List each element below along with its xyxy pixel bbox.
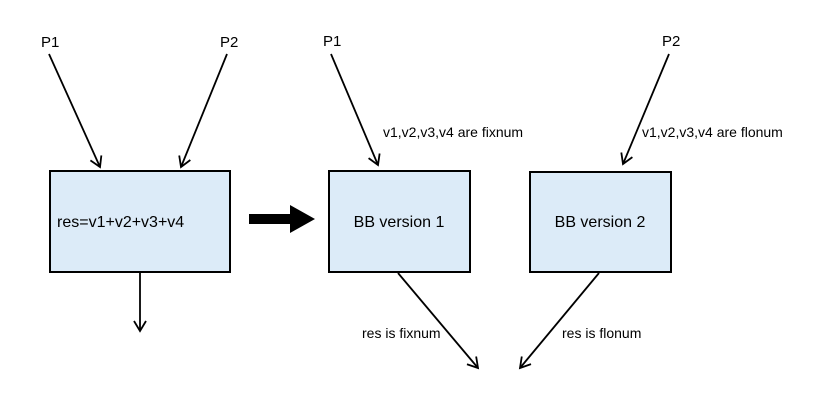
version2-block-box	[529, 171, 672, 273]
edge-p2-to-version2	[620, 53, 670, 166]
version2-condition-note: v1,v2,v3,v4 are flonum	[642, 124, 783, 140]
version1-condition-note: v1,v2,v3,v4 are fixnum	[383, 124, 523, 140]
edge-version2-out	[518, 272, 600, 370]
edge-p2-to-source-block	[178, 53, 228, 169]
source-pred-p2-label: P2	[220, 34, 238, 51]
transform-right-arrow-icon	[249, 205, 315, 233]
edge-version1-out	[397, 272, 480, 370]
version1-block-box	[328, 170, 471, 273]
version1-result-note: res is fixnum	[362, 325, 441, 341]
edge-p1-to-version1	[330, 53, 381, 167]
source-block-label: res=v1+v2+v3+v4	[57, 214, 184, 231]
edge-p1-to-source-block	[48, 53, 103, 169]
source-block-box	[49, 170, 231, 273]
version2-pred-label: P2	[662, 33, 680, 50]
source-pred-p1-label: P1	[41, 34, 59, 51]
version1-block-label: BB version 1	[354, 214, 445, 231]
version2-block-label: BB version 2	[555, 214, 646, 231]
version1-pred-label: P1	[323, 33, 341, 50]
version2-result-note: res is flonum	[562, 325, 641, 341]
